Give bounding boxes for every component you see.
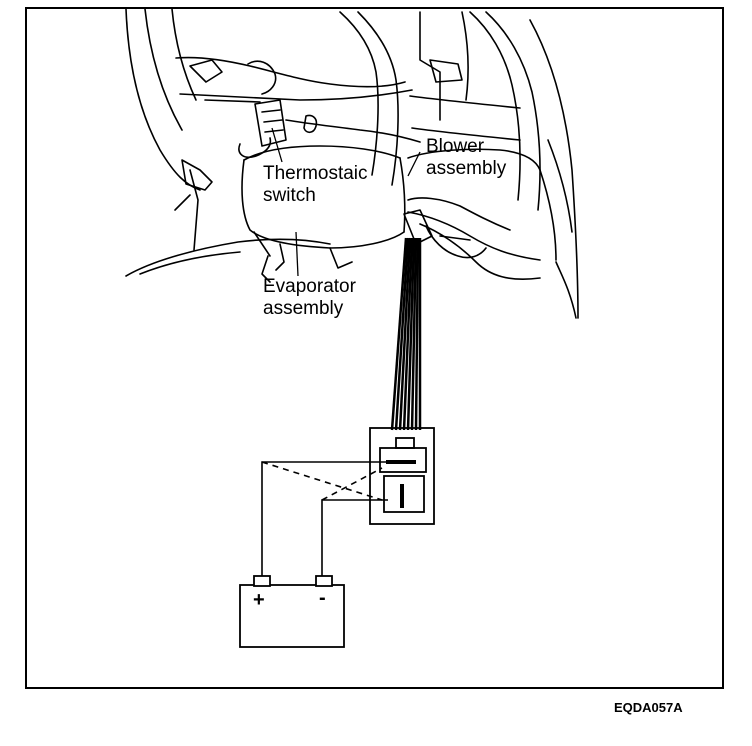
label-line: Blower: [426, 136, 485, 157]
blower-assembly-label: Blower assembly: [426, 136, 506, 180]
label-line: Thermostaic: [263, 163, 368, 184]
test-circuit: [261, 461, 388, 580]
battery-icon: [239, 575, 345, 648]
connector-icon: [369, 427, 435, 525]
figure-code: EQDA057A: [614, 700, 683, 715]
label-leaders: [271, 127, 421, 277]
wire-bundle: [390, 237, 422, 431]
evaporator-assembly-label: Evaporator assembly: [263, 276, 356, 320]
label-line: Evaporator: [263, 276, 356, 297]
label-line: assembly: [263, 298, 344, 319]
figure-frame: [25, 7, 724, 689]
battery-positive-terminal: +: [253, 589, 265, 611]
label-line: switch: [263, 185, 316, 206]
vehicle-interior-illustration: [125, 8, 579, 319]
label-line: assembly: [426, 158, 507, 179]
thermostatic-switch-label: Thermostaic switch: [263, 163, 368, 207]
battery-negative-terminal: -: [319, 587, 326, 609]
